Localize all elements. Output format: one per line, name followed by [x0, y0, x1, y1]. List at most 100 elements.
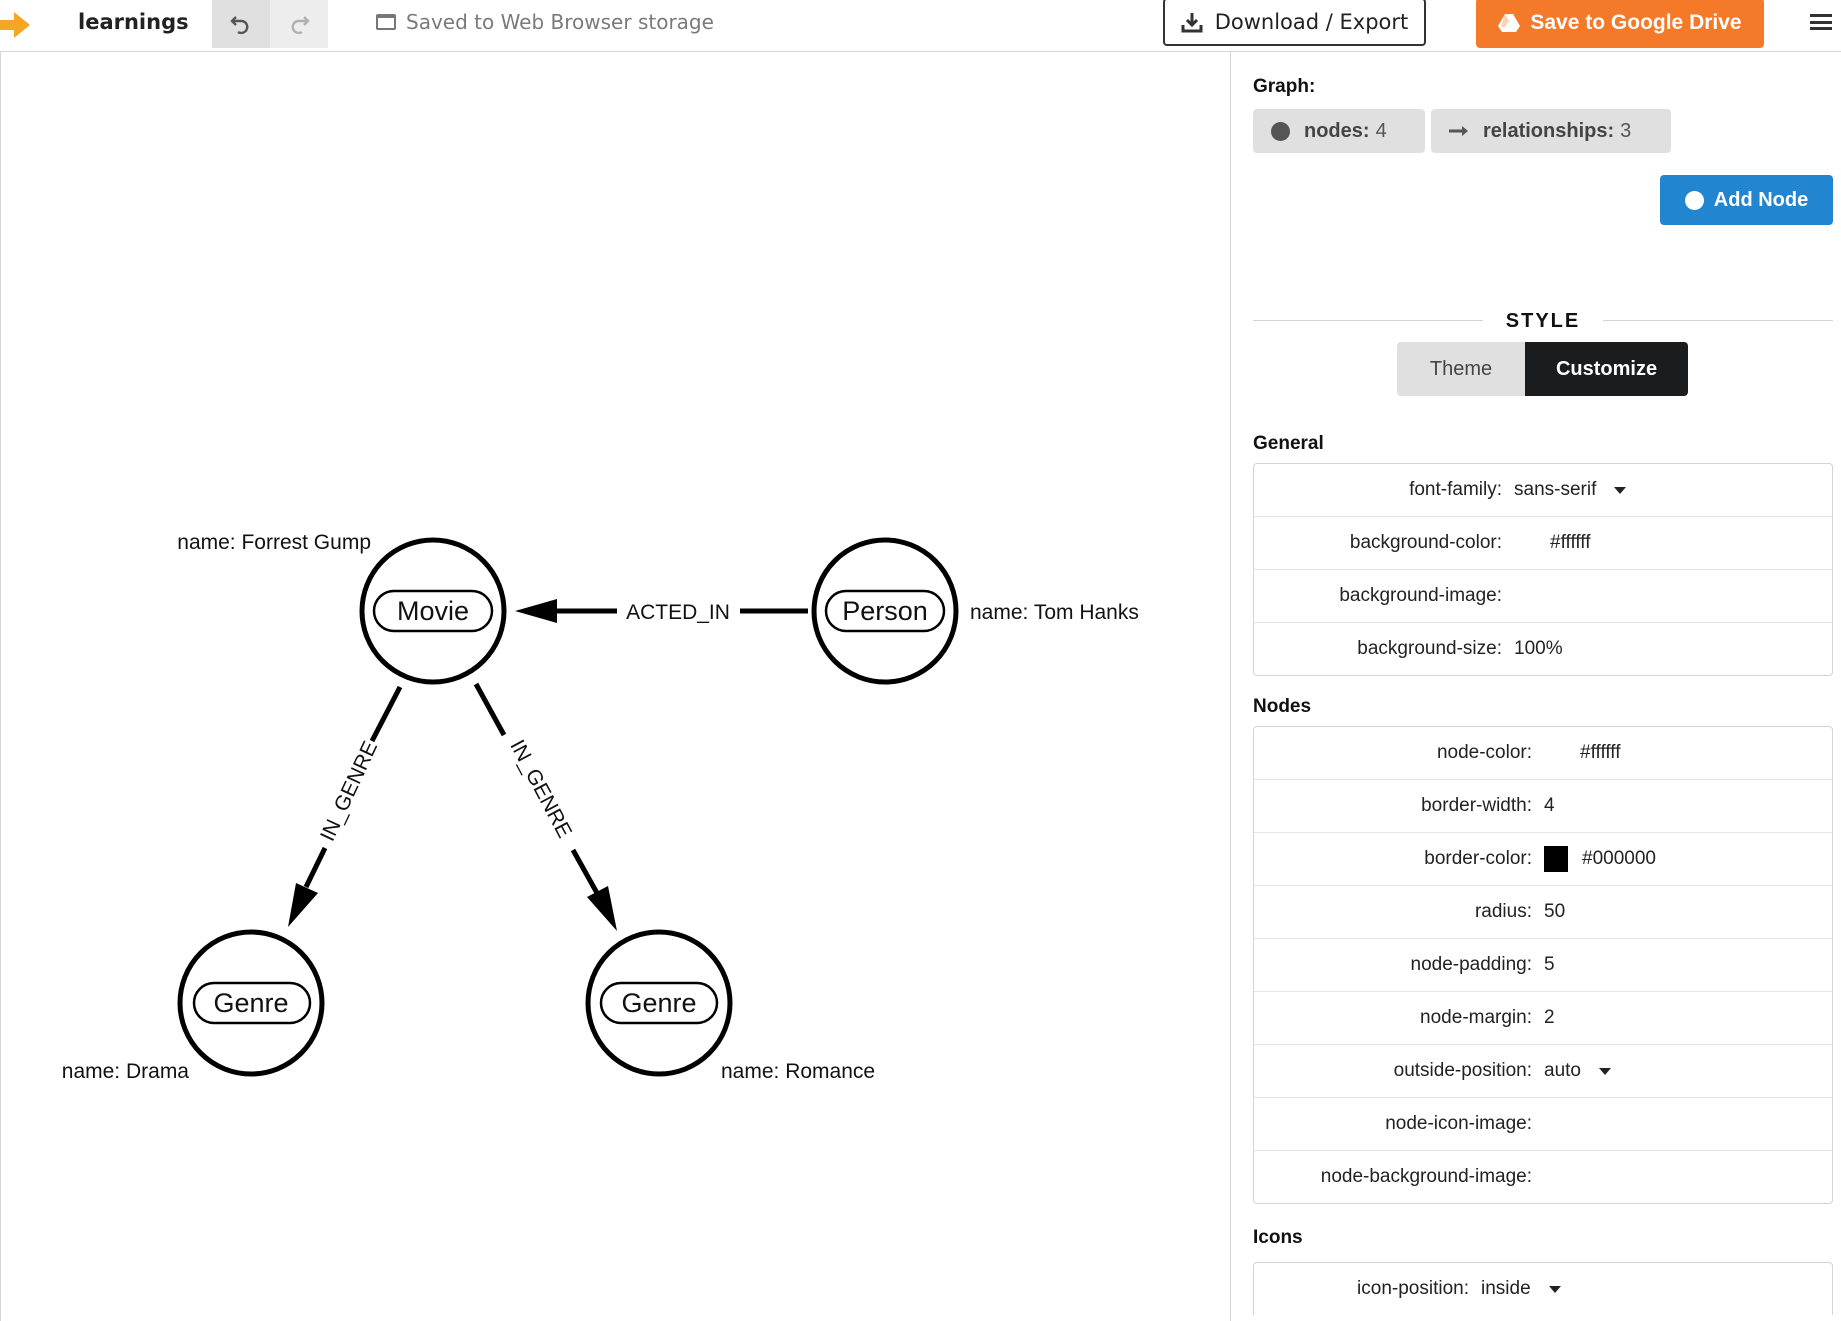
- property-label: outside-position:: [1393, 1060, 1532, 1081]
- property-node-background-image: node-background-image:: [1254, 1150, 1832, 1203]
- relationships-count-badge[interactable]: relationships:3: [1431, 109, 1671, 153]
- style-mode-toggle: Theme Customize: [1397, 342, 1688, 396]
- graph-svg: ACTED_IN IN_GENRE IN_GENRE Movie name: F…: [62, 531, 1139, 1083]
- node-label-genre-drama: Genre: [213, 988, 288, 1018]
- section-icons-title: Icons: [1253, 1227, 1303, 1248]
- undo-button[interactable]: [212, 0, 270, 48]
- download-export-button[interactable]: Download / Export: [1163, 0, 1426, 46]
- nodes-count-badge[interactable]: nodes:4: [1253, 109, 1425, 153]
- node-genre-romance[interactable]: Genre name: Romance: [585, 929, 875, 1083]
- redo-icon: [291, 16, 310, 35]
- border-color-input[interactable]: #000000: [1544, 846, 1656, 872]
- inspector-panel: Graph: nodes:4 relationships:3 Add Node …: [1231, 52, 1841, 1321]
- style-heading: STYLE: [1505, 310, 1581, 332]
- radius-input[interactable]: 50: [1544, 901, 1566, 922]
- property-background-image: background-image:: [1254, 569, 1832, 622]
- property-node-icon-image: node-icon-image:: [1254, 1097, 1832, 1150]
- node-person[interactable]: Person name: Tom Hanks: [811, 537, 1139, 685]
- node-properties: node-color: #ffffff border-width: 4 bord…: [1253, 726, 1833, 1204]
- app-logo-icon[interactable]: [0, 8, 34, 42]
- property-outside-position: outside-position: auto: [1254, 1044, 1832, 1097]
- property-border-color: border-color: #000000: [1254, 832, 1832, 885]
- node-caption-genre-drama: name: Drama: [62, 1060, 190, 1083]
- property-label: background-size:: [1357, 638, 1502, 659]
- tab-customize[interactable]: Customize: [1525, 342, 1688, 396]
- node-movie[interactable]: Movie name: Forrest Gump: [177, 531, 507, 685]
- node-caption-person: name: Tom Hanks: [970, 601, 1139, 624]
- relationship-label-acted-in: ACTED_IN: [626, 601, 730, 624]
- tab-theme[interactable]: Theme: [1397, 342, 1525, 396]
- property-label: border-width:: [1421, 795, 1532, 816]
- property-icon-position: icon-position: inside: [1254, 1263, 1832, 1315]
- canvas-left-border: [0, 52, 1, 1321]
- undo-redo-group: [212, 0, 328, 48]
- nodes-count-label: nodes:: [1304, 119, 1370, 142]
- node-caption-genre-romance: name: Romance: [721, 1060, 875, 1083]
- redo-button[interactable]: [270, 0, 328, 48]
- property-font-family: font-family: sans-serif: [1254, 464, 1832, 516]
- relationship-in-genre-romance[interactable]: IN_GENRE: [473, 682, 617, 931]
- nodes-count-value: 4: [1375, 119, 1387, 142]
- document-title[interactable]: learnings: [78, 10, 189, 34]
- arrow-right-icon: [1449, 126, 1468, 136]
- circle-icon: [1684, 190, 1704, 210]
- property-label: icon-position:: [1357, 1278, 1469, 1299]
- property-label: background-image:: [1339, 585, 1502, 606]
- property-label: node-icon-image:: [1385, 1113, 1532, 1134]
- outside-position-select[interactable]: auto: [1544, 1060, 1611, 1082]
- background-color-input[interactable]: #ffffff: [1550, 532, 1591, 553]
- icon-position-select[interactable]: inside: [1481, 1278, 1561, 1300]
- undo-icon: [230, 16, 249, 35]
- save-to-google-drive-label: Save to Google Drive: [1530, 11, 1742, 34]
- caret-down-icon: [1614, 486, 1627, 494]
- property-label: background-color:: [1349, 532, 1502, 553]
- property-border-width: border-width: 4: [1254, 779, 1832, 832]
- section-general-title: General: [1253, 433, 1324, 454]
- node-margin-input[interactable]: 2: [1544, 1007, 1555, 1028]
- save-to-google-drive-button[interactable]: Save to Google Drive: [1476, 0, 1764, 48]
- style-divider: STYLE: [1253, 310, 1833, 332]
- border-width-input[interactable]: 4: [1544, 795, 1555, 816]
- property-background-color: background-color: #ffffff: [1254, 516, 1832, 569]
- node-caption-movie: name: Forrest Gump: [177, 531, 371, 554]
- node-genre-drama[interactable]: Genre name: Drama: [62, 929, 325, 1083]
- font-family-select[interactable]: sans-serif: [1514, 479, 1627, 501]
- property-label: node-color:: [1436, 742, 1532, 763]
- node-dot-icon: [1271, 121, 1290, 141]
- property-label: border-color:: [1424, 848, 1532, 869]
- color-swatch[interactable]: [1544, 846, 1568, 872]
- section-nodes-title: Nodes: [1253, 696, 1312, 717]
- top-bar: learnings Saved to Web Browser storage D…: [0, 0, 1841, 52]
- property-label: radius:: [1474, 901, 1532, 922]
- relationship-label-in-genre-drama: IN_GENRE: [316, 738, 382, 845]
- browser-window-icon: [376, 14, 396, 30]
- property-background-size: background-size: 100%: [1254, 622, 1832, 675]
- google-drive-icon: [1498, 14, 1521, 32]
- graph-canvas[interactable]: ACTED_IN IN_GENRE IN_GENRE Movie name: F…: [0, 52, 1231, 1321]
- property-node-padding: node-padding: 5: [1254, 938, 1832, 991]
- property-label: node-margin:: [1420, 1007, 1532, 1028]
- node-label-movie: Movie: [397, 596, 469, 626]
- node-label-genre-romance: Genre: [621, 988, 696, 1018]
- storage-status: Saved to Web Browser storage: [376, 10, 714, 34]
- download-export-label: Download / Export: [1214, 10, 1409, 34]
- relationship-acted-in[interactable]: ACTED_IN: [515, 599, 808, 624]
- node-padding-input[interactable]: 5: [1544, 954, 1555, 975]
- property-label: node-padding:: [1410, 954, 1533, 975]
- add-node-label: Add Node: [1713, 188, 1809, 211]
- general-properties: font-family: sans-serif background-color…: [1253, 463, 1833, 676]
- hamburger-menu-icon[interactable]: [1810, 10, 1832, 34]
- relationship-label-in-genre-romance: IN_GENRE: [505, 736, 576, 842]
- property-radius: radius: 50: [1254, 885, 1832, 938]
- relationships-count-label: relationships:: [1483, 119, 1615, 142]
- property-label: font-family:: [1409, 479, 1502, 500]
- relationship-in-genre-drama[interactable]: IN_GENRE: [288, 685, 403, 927]
- property-label: node-background-image:: [1320, 1166, 1532, 1187]
- caret-down-icon: [1548, 1285, 1561, 1293]
- node-color-input[interactable]: #ffffff: [1580, 742, 1621, 763]
- background-size-input[interactable]: 100%: [1514, 638, 1563, 659]
- node-label-person: Person: [842, 596, 928, 626]
- property-node-color: node-color: #ffffff: [1254, 727, 1832, 779]
- add-node-button[interactable]: Add Node: [1660, 175, 1833, 225]
- icon-properties: icon-position: inside: [1253, 1262, 1833, 1315]
